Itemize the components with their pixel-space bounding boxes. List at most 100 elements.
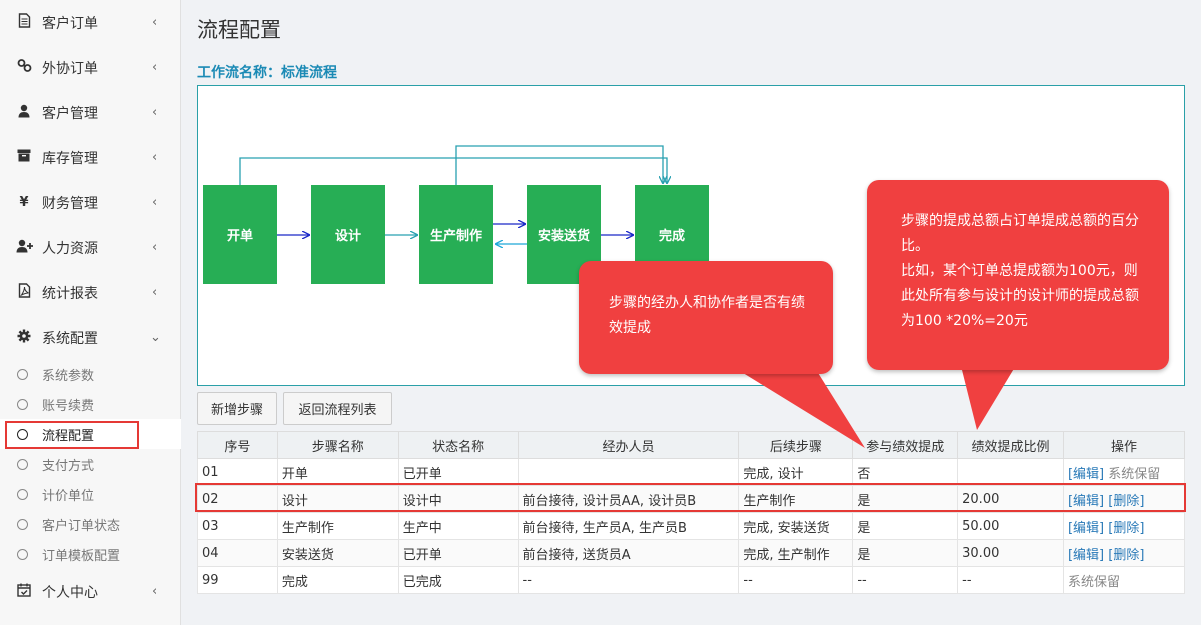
submenu-item-system-params[interactable]: 系统参数 [0,359,181,389]
cell-step-name: 生产制作 [276,512,399,540]
workflow-name: 工作流名称：标准流程 [197,62,337,82]
callout-text-line1: 步骤的提成总额占订单提成总额的百分比。 [901,213,1139,254]
chevron-left-icon: ‹ [152,584,158,599]
submenu-item-order-status[interactable]: 客户订单状态 [0,509,181,539]
sidebar-item-reports[interactable]: 统计报表 ‹ [0,270,181,315]
page-title: 流程配置 [197,18,281,42]
cell-status-name: 已开单 [397,539,519,567]
cell-staff [517,458,740,486]
sidebar-item-personal-center[interactable]: 个人中心 ‹ [0,569,181,614]
edit-link[interactable]: [编辑] [1067,466,1105,482]
table-row: 03 生产制作 生产中 前台接待, 生产员A, 生产员B 完成, 安装送货 是 … [197,512,1186,540]
table-header-row: 序号 步骤名称 状态名称 经办人员 后续步骤 参与绩效提成 绩效提成比例 操作 [197,431,1186,459]
callout-text: 步骤的经办人和协作者是否有绩效提成 [609,295,805,336]
delete-link[interactable]: [删除] [1108,520,1145,536]
calendar-check-icon [16,583,32,601]
submenu-item-label: 计价单位 [42,488,95,504]
submenu-item-workflow-config[interactable]: 流程配置 [0,419,181,449]
edit-link[interactable]: [编辑] [1067,547,1105,563]
sidebar-item-label: 系统配置 [42,330,98,347]
chevron-left-icon: ‹ [152,195,158,210]
sidebar-item-outsource-orders[interactable]: 外协订单 ‹ [0,45,181,90]
cell-next-steps: -- [738,566,854,594]
submenu-item-label: 客户订单状态 [42,518,121,534]
column-header-next-steps: 后续步骤 [738,431,854,459]
edit-link[interactable]: [编辑] [1067,520,1105,536]
cell-no: 04 [197,539,278,567]
submenu-item-order-templates[interactable]: 订单模板配置 [0,539,181,569]
flow-node-production[interactable]: 生产制作 [419,185,493,284]
flow-node-design[interactable]: 设计 [311,185,385,284]
row-highlight [195,483,1186,512]
chevron-down-icon: ⌄ [150,330,161,345]
sidebar-item-customer-orders[interactable]: 客户订单 ‹ [0,0,181,45]
sidebar-item-hr[interactable]: 人力资源 ‹ [0,225,181,270]
callout-perf-ratio: 步骤的提成总额占订单提成总额的百分比。 比如，某个订单总提成额为100元，则此处… [867,180,1169,370]
cell-status-name: 已开单 [397,458,519,486]
sidebar-item-label: 统计报表 [42,285,98,302]
flow-connectors [239,145,1186,387]
yen-icon: ¥ [19,195,29,210]
sidebar-item-label: 客户订单 [42,15,98,32]
link-icon [16,58,32,77]
cell-actions: [编辑] [删除] [1062,512,1186,540]
circle-icon [17,488,28,500]
sidebar-item-label: 财务管理 [42,195,98,212]
submenu-item-payment-methods[interactable]: 支付方式 [0,449,181,479]
document-icon [16,13,32,32]
sidebar-item-inventory[interactable]: 库存管理 ‹ [0,135,181,180]
cell-status-name: 生产中 [397,512,519,540]
circle-icon [17,518,28,530]
sidebar-item-customer-management[interactable]: 客户管理 ‹ [0,90,181,135]
cell-staff: 前台接待, 生产员A, 生产员B [517,512,740,540]
submenu-item-pricing-units[interactable]: 计价单位 [0,479,181,509]
column-header-status-name: 状态名称 [397,431,519,459]
user-icon [16,104,32,122]
cell-staff: -- [517,566,740,594]
sidebar-item-system-config[interactable]: 系统配置 ⌄ [0,315,181,360]
submenu-item-label: 支付方式 [42,458,95,474]
cell-step-name: 开单 [276,458,399,486]
workflow-label: 工作流名称： [197,65,281,81]
chevron-left-icon: ‹ [152,60,158,75]
delete-link[interactable]: [删除] [1108,493,1145,509]
add-step-button[interactable]: 新增步骤 [197,392,277,425]
cell-status-name: 已完成 [397,566,519,594]
cell-perf-participation: -- [852,566,959,594]
column-header-perf-participation: 参与绩效提成 [852,431,959,459]
submenu-item-label: 账号续费 [42,398,95,414]
column-header-step-name: 步骤名称 [276,431,399,459]
table-row: 04 安装送货 已开单 前台接待, 送货员A 完成, 生产制作 是 30.00 … [197,539,1186,567]
cell-actions: [编辑] [删除] [1062,539,1186,567]
workflow-steps-table: 序号 步骤名称 状态名称 经办人员 后续步骤 参与绩效提成 绩效提成比例 操作 … [197,431,1186,594]
column-header-staff: 经办人员 [517,431,740,459]
sidebar-item-finance[interactable]: ¥ 财务管理 ‹ [0,180,181,225]
gear-icon [16,329,32,347]
cell-perf-participation: 否 [852,458,959,486]
cell-perf-ratio: -- [957,566,1064,594]
callout-perf-participation: 步骤的经办人和协作者是否有绩效提成 [579,261,833,374]
user-plus-icon [16,239,33,257]
cell-actions: [编辑] 系统保留 [1062,458,1186,486]
submenu-item-account-renewal[interactable]: 账号续费 [0,389,181,419]
cell-perf-participation: 是 [852,512,959,540]
sidebar: 客户订单 ‹ 外协订单 ‹ 客户管理 ‹ 库存管理 ‹ ¥ 财务管理 ‹ 人力资… [0,0,181,625]
cell-no: 99 [197,566,278,594]
back-to-workflow-list-button[interactable]: 返回流程列表 [283,392,392,425]
submenu-item-label: 流程配置 [42,428,95,444]
circle-icon [17,458,28,470]
cell-next-steps: 完成, 设计 [738,458,854,486]
delete-link[interactable]: [删除] [1108,547,1145,563]
cell-step-name: 设计 [276,485,399,513]
archive-icon [16,149,32,166]
pdf-icon [16,283,32,302]
flow-node-start[interactable]: 开单 [203,185,277,284]
sidebar-item-label: 外协订单 [42,60,98,77]
sidebar-item-label: 人力资源 [42,240,98,257]
system-reserved-label: 系统保留 [1108,466,1161,482]
column-header-no: 序号 [197,431,278,459]
workflow-name-value: 标准流程 [281,65,337,81]
cell-staff: 前台接待, 设计员AA, 设计员B [517,485,740,513]
circle-icon [17,398,28,410]
edit-link[interactable]: [编辑] [1067,493,1105,509]
